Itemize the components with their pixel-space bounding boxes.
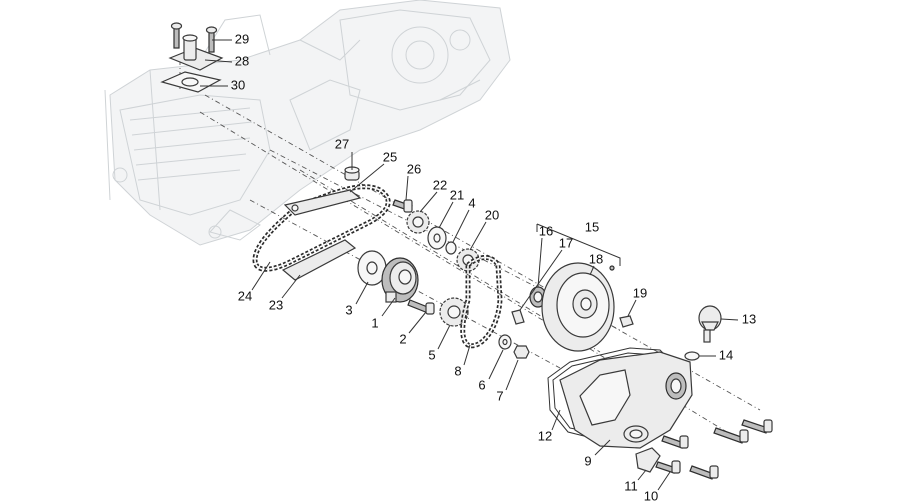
callout-15: 15 [585, 219, 599, 234]
pump-sprocket-5 [439, 297, 469, 327]
callout-16: 16 [539, 223, 553, 238]
drive-sprocket-20 [456, 248, 480, 272]
callout-22: 22 [433, 177, 447, 192]
screw-29 [170, 22, 183, 30]
callout-13: 13 [742, 311, 756, 326]
callout-27: 27 [335, 136, 349, 151]
callout-19: 19 [633, 285, 647, 300]
callout-21: 21 [450, 187, 464, 202]
callout-4: 4 [468, 195, 475, 210]
callout-20: 20 [485, 207, 499, 222]
callout-28: 28 [235, 53, 249, 68]
washer-6 [498, 334, 512, 350]
callout-25: 25 [383, 149, 397, 164]
callout-14: 14 [719, 347, 733, 362]
callout-12: 12 [538, 428, 552, 443]
chain-guide-23 [281, 239, 357, 281]
callout-1: 1 [371, 315, 378, 330]
timing-chain-24 [252, 184, 391, 272]
leader-lines [200, 39, 739, 491]
crankcase-cover-9 [559, 351, 693, 449]
cover-screws-10 [655, 419, 773, 480]
oring-14 [684, 351, 700, 361]
callout-7: 7 [496, 388, 503, 403]
callout-11: 11 [624, 478, 638, 493]
callout-9: 9 [584, 453, 591, 468]
callout-30: 30 [231, 77, 245, 92]
screw-26 [392, 199, 413, 213]
clip-11 [635, 447, 661, 473]
circlip-4 [445, 241, 457, 255]
group-bracket-15 [536, 223, 621, 266]
callout-8: 8 [454, 363, 461, 378]
callout-10: 10 [644, 488, 658, 503]
nut-7 [513, 345, 530, 359]
bushing-27 [344, 166, 360, 181]
callout-17: 17 [559, 235, 573, 250]
callout-18: 18 [589, 251, 603, 266]
callout-2: 2 [399, 331, 406, 346]
callout-5: 5 [428, 347, 435, 362]
callout-26: 26 [407, 161, 421, 176]
pump-chain-8 [460, 255, 503, 349]
washer-21 [427, 226, 447, 250]
screw-2 [407, 299, 435, 315]
chain-guide-25 [283, 189, 362, 216]
callout-29: 29 [235, 31, 249, 46]
callout-6: 6 [478, 377, 485, 392]
callout-24: 24 [238, 288, 252, 303]
sprocket-22 [406, 210, 430, 234]
bush-17 [511, 309, 525, 325]
callout-23: 23 [269, 297, 283, 312]
chain-tensioner-assembly [160, 22, 224, 93]
callout-3: 3 [345, 302, 352, 317]
screw-19 [619, 315, 634, 328]
engine-block-ghost [104, 0, 511, 246]
pump-cover-18 [541, 262, 615, 352]
oil-pump-1 [381, 257, 419, 303]
dipstick-13 [698, 305, 722, 343]
